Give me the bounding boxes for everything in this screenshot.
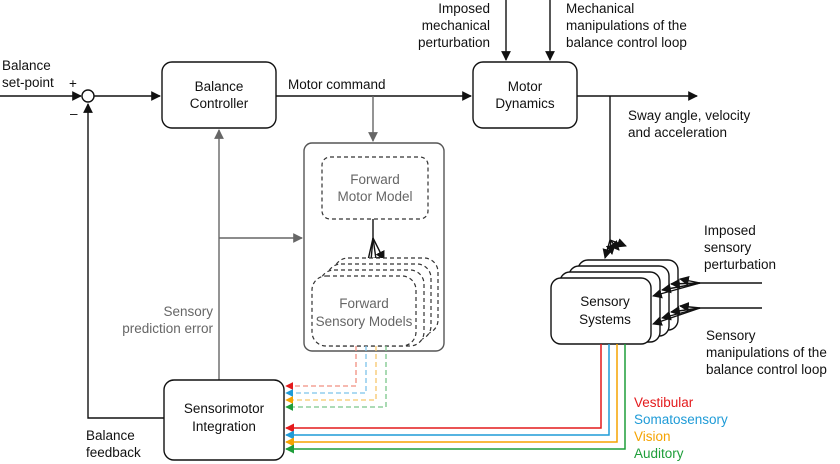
sensory-systems-box	[550, 277, 652, 345]
sensory-channel-signals	[285, 344, 626, 454]
predicted-vision-line	[285, 346, 377, 404]
sensorimotor-integration-label-2: Integration	[192, 419, 256, 434]
prediction-error-label-1: Sensory	[163, 304, 213, 319]
sensory-systems-label-1: Sensory	[580, 294, 630, 309]
sensory-manipulation-fan-bottom	[652, 302, 762, 326]
balance-controller-box	[161, 61, 277, 129]
imposed-sensory-label-2: sensory	[704, 240, 752, 255]
balance-controller-label-1: Balance	[195, 79, 244, 94]
motor-dynamics-label-2: Dynamics	[495, 96, 555, 111]
legend-vision: Vision	[634, 429, 671, 444]
somatosensory-channel-line	[285, 344, 610, 440]
imposed-sensory-label-3: perturbation	[704, 257, 776, 272]
balance-setpoint-label-1: Balance	[2, 58, 51, 73]
mechanical-manipulations-label-2: manipulations of the	[566, 18, 687, 33]
forward-motor-model-label-2: Motor Model	[337, 189, 412, 204]
sensorimotor-integration-label-1: Sensorimotor	[184, 401, 265, 416]
plus-sign: +	[69, 76, 77, 91]
sway-label-1: Sway angle, velocity	[628, 108, 751, 123]
predicted-vestibular-line	[285, 346, 357, 390]
sensorimotor-integration-box	[163, 379, 285, 461]
forward-sensory-models-label-1: Forward	[339, 296, 389, 311]
summing-junction	[81, 89, 95, 103]
balance-feedback-label-2: feedback	[86, 445, 141, 460]
imposed-mechanical-label-3: perturbation	[418, 35, 490, 50]
predicted-somatosensory-line	[285, 346, 367, 397]
minus-sign: –	[70, 106, 78, 121]
motor-dynamics-box	[472, 61, 578, 129]
legend-vestibular: Vestibular	[634, 395, 694, 410]
imposed-mechanical-label-2: mechanical	[422, 18, 490, 33]
sensory-systems-label-2: Systems	[579, 312, 631, 327]
sway-label-2: and acceleration	[628, 125, 727, 140]
motor-command-label: Motor command	[288, 77, 386, 92]
sensory-perturbation-fan-top	[652, 275, 762, 299]
sensory-manipulations-label-2: manipulations of the	[706, 345, 827, 360]
mechanical-manipulations-label-3: balance control loop	[566, 35, 687, 50]
predicted-sensory-signals	[285, 346, 387, 411]
auditory-channel-line	[285, 344, 626, 454]
balance-controller-label-2: Controller	[190, 96, 249, 111]
vestibular-channel-line	[285, 344, 602, 433]
forward-motor-model-box	[321, 156, 429, 220]
balance-feedback-label-1: Balance	[86, 428, 135, 443]
vision-channel-line	[285, 344, 618, 447]
forward-motor-model-label-1: Forward	[350, 172, 400, 187]
mechanical-manipulations-label-1: Mechanical	[566, 1, 634, 16]
legend-auditory: Auditory	[634, 446, 684, 461]
prediction-error-label-2: prediction error	[122, 321, 213, 336]
imposed-mechanical-label-1: Imposed	[438, 1, 490, 16]
forward-sensory-models-box	[311, 275, 417, 347]
legend-somatosensory: Somatosensory	[634, 412, 728, 427]
predicted-auditory-line	[285, 346, 387, 411]
forward-sensory-models-label-2: Sensory Models	[316, 314, 413, 329]
balance-setpoint-label-2: set-point	[2, 75, 54, 90]
imposed-sensory-label-1: Imposed	[704, 223, 756, 238]
sensory-manipulations-label-1: Sensory	[706, 328, 756, 343]
motor-dynamics-label-1: Motor	[508, 79, 543, 94]
balance-feedback-arrow	[83, 103, 164, 419]
sway-fan	[602, 238, 627, 259]
sensory-manipulations-label-3: balance control loop	[706, 362, 827, 377]
